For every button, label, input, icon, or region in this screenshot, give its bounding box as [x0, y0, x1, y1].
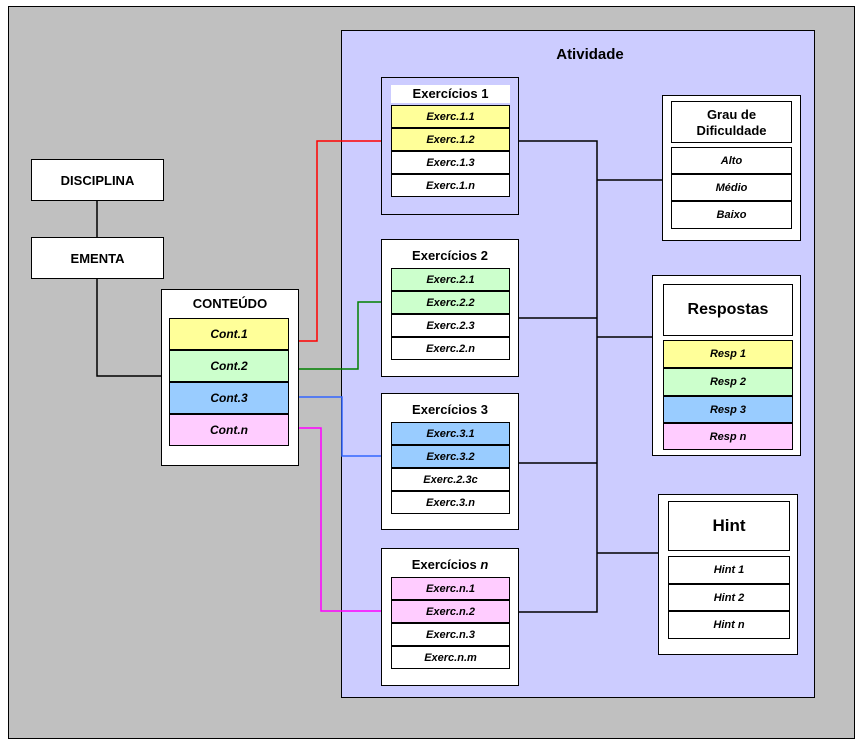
exercicio-item: Exerc.1.2 — [391, 128, 510, 151]
line-ementa-conteudo — [96, 279, 161, 377]
resposta-item: Resp 3 — [663, 396, 793, 423]
exercicio-item: Exerc.2.n — [391, 337, 510, 360]
exercicios-n-title-prefix: Exercícios — [411, 557, 477, 572]
exercicios-2-title: Exercícios 2 — [412, 248, 488, 263]
hint-title: Hint — [668, 501, 790, 551]
exercicio-item: Exerc.1.n — [391, 174, 510, 197]
disciplina-box: DISCIPLINA — [31, 159, 164, 201]
activity-title: Atividade — [556, 46, 624, 63]
resposta-item: Resp 2 — [663, 368, 793, 396]
exercicio-item: Exerc.2.3 — [391, 314, 510, 337]
exercicio-item: Exerc.3.1 — [391, 422, 510, 445]
grau-title-line2: Dificuldade — [696, 123, 767, 138]
line-exercicios-trunk — [519, 140, 598, 613]
exercicio-item: Exerc.2.2 — [391, 291, 510, 314]
ementa-box: EMENTA — [31, 237, 164, 279]
hint-item: Hint 2 — [668, 584, 790, 611]
grau-item: Médio — [671, 174, 792, 201]
exercicio-item: Exerc.2.1 — [391, 268, 510, 291]
conteudo-item: Cont.n — [169, 414, 289, 446]
line-contn-exercn2 — [289, 427, 391, 612]
exercicio-item: Exerc.n.2 — [391, 600, 510, 623]
grau-item: Baixo — [671, 201, 792, 229]
exercicio-item: Exerc.2.3c — [391, 468, 510, 491]
exercicios-3-title: Exercícios 3 — [412, 402, 488, 417]
conteudo-title: CONTEÚDO — [192, 296, 268, 311]
line-cont1-exerc12 — [289, 140, 391, 342]
exercicios-n-title: Exercícios n — [381, 557, 519, 572]
exercicio-item: Exerc.n.3 — [391, 623, 510, 646]
conteudo-item: Cont.3 — [169, 382, 289, 414]
exercicios-n-title-suffix: n — [480, 557, 489, 572]
hint-item: Hint 1 — [668, 556, 790, 584]
exercicio-item: Exerc.n.m — [391, 646, 510, 669]
respostas-title: Respostas — [663, 284, 793, 336]
exercicios-1-title: Exercícios 1 — [391, 85, 510, 103]
line-cont2-exerc22 — [289, 301, 391, 370]
resposta-item: Resp 1 — [663, 340, 793, 368]
exercicio-item: Exerc.3.2 — [391, 445, 510, 468]
exercicio-item: Exerc.3.n — [391, 491, 510, 514]
conteudo-item: Cont.1 — [169, 318, 289, 350]
exercicio-item: Exerc.1.1 — [391, 105, 510, 128]
hint-item: Hint n — [668, 611, 790, 639]
resposta-item: Resp n — [663, 423, 793, 450]
exercicio-item: Exerc.1.3 — [391, 151, 510, 174]
conteudo-item: Cont.2 — [169, 350, 289, 382]
grau-title: Grau de Dificuldade — [671, 101, 792, 143]
grau-item: Alto — [671, 147, 792, 174]
grau-title-line1: Grau de — [706, 107, 757, 122]
line-cont3-exerc32 — [289, 396, 391, 457]
exercicio-item: Exerc.n.1 — [391, 577, 510, 600]
